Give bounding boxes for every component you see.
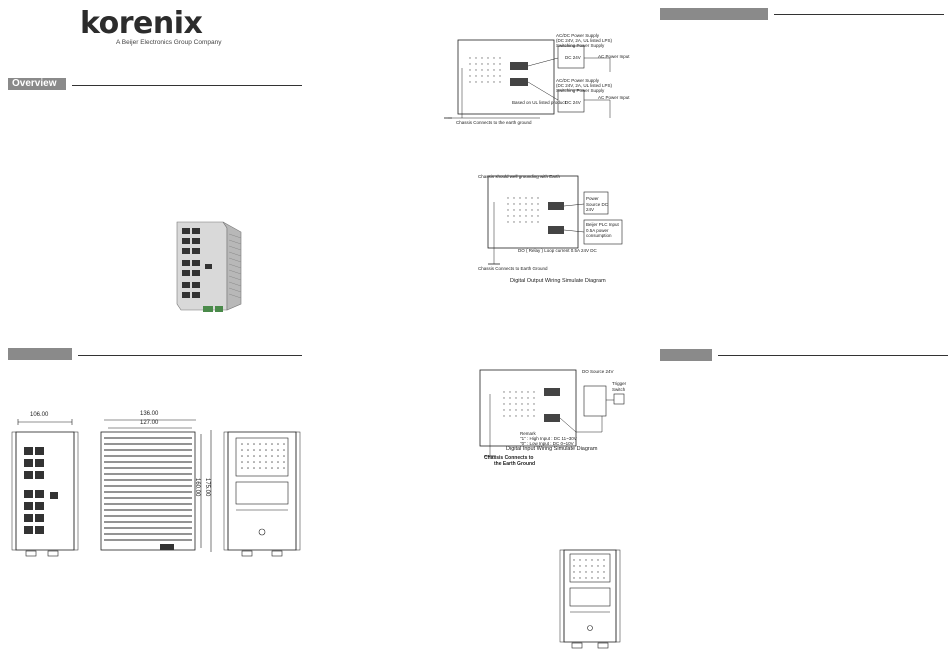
psu1-spec: (DC 24V, 2A, UL listed LPS): [556, 38, 612, 43]
di-ground-line2: the Earth Ground: [494, 461, 536, 467]
psu2-title: AC/DC Power Supply: [556, 78, 600, 83]
dim-front-width: 106.00: [30, 412, 49, 418]
dimension-drawings: [11, 419, 301, 557]
di-caption: Digital Input Wiring Simulate Diagram: [506, 446, 598, 452]
psu2-spec: (DC 24V, 2A, UL listed LPS): [556, 83, 612, 88]
do-power-source: Power Source DC 24V: [586, 196, 609, 212]
dim-side-width-inner: 127.00: [140, 420, 159, 426]
do-plc-label: Beijer PLC Input 0.5A power consumption: [586, 222, 619, 238]
brand-tagline: A Beijer Electronics Group Company: [116, 39, 222, 46]
di-do-source: DO Source 24V: [582, 369, 614, 374]
psu2-type: Switching Power Supply: [556, 88, 605, 93]
di-low-input: "0" : Low Input : DC 0~10V: [520, 441, 574, 446]
dim-side-height-outer: 175.00: [204, 478, 210, 497]
psu2-output: DC 24V: [565, 100, 581, 105]
psu1-output: DC 24V: [565, 55, 581, 60]
psu1-title: AC/DC Power Supply: [556, 33, 600, 38]
redundant-note: Based on UL listed product: [512, 100, 566, 105]
di-high-input: "1" : High Input : DC 11~30V: [520, 436, 577, 441]
chassis-grounding-note: Chassis should well grounding with Earth: [478, 174, 561, 179]
section-rule: [718, 355, 948, 356]
rear-mount-drawing: [559, 549, 621, 649]
section-rule: [78, 355, 302, 356]
psu2-ac-input: AC Power Input: [598, 95, 630, 100]
do-ground-note: Chassis Connects to Earth Ground: [478, 266, 548, 271]
di-ground-line1: Chassis Connects to: [484, 455, 534, 461]
dim-side-width-outer: 136.00: [140, 411, 159, 417]
section-header-right-bottom: [660, 349, 712, 361]
psu1-type: Switching Power Supply: [556, 43, 605, 48]
section-rule: [72, 85, 302, 86]
power-wiring-diagram: [444, 39, 611, 119]
section-rule: [774, 14, 944, 15]
dim-side-height-inner: 160.00: [194, 478, 200, 497]
do-relay-label: DO ( Relay ) Loop current 0.5A 24V DC: [518, 248, 597, 253]
power-ground-note: Chassis Connects to the earth ground: [456, 120, 532, 125]
section-header-dimensions: [8, 348, 72, 360]
section-header-overview: Overview: [8, 78, 66, 90]
psu1-ac-input: AC Power Input: [598, 54, 630, 59]
digital-input-diagram: [479, 369, 625, 457]
do-caption: Digital Output Wiring Simulate Diagram: [510, 278, 606, 284]
product-photo: [176, 221, 242, 312]
di-remark: Remark: [520, 431, 536, 436]
korenix-logo: korenix A Beijer Electronics Group Compa…: [80, 6, 222, 47]
brand-name: korenix: [80, 6, 203, 41]
section-header-right-top: [660, 8, 768, 20]
digital-output-diagram: [487, 175, 623, 265]
di-trigger-switch: Trigger Switch: [612, 381, 627, 392]
